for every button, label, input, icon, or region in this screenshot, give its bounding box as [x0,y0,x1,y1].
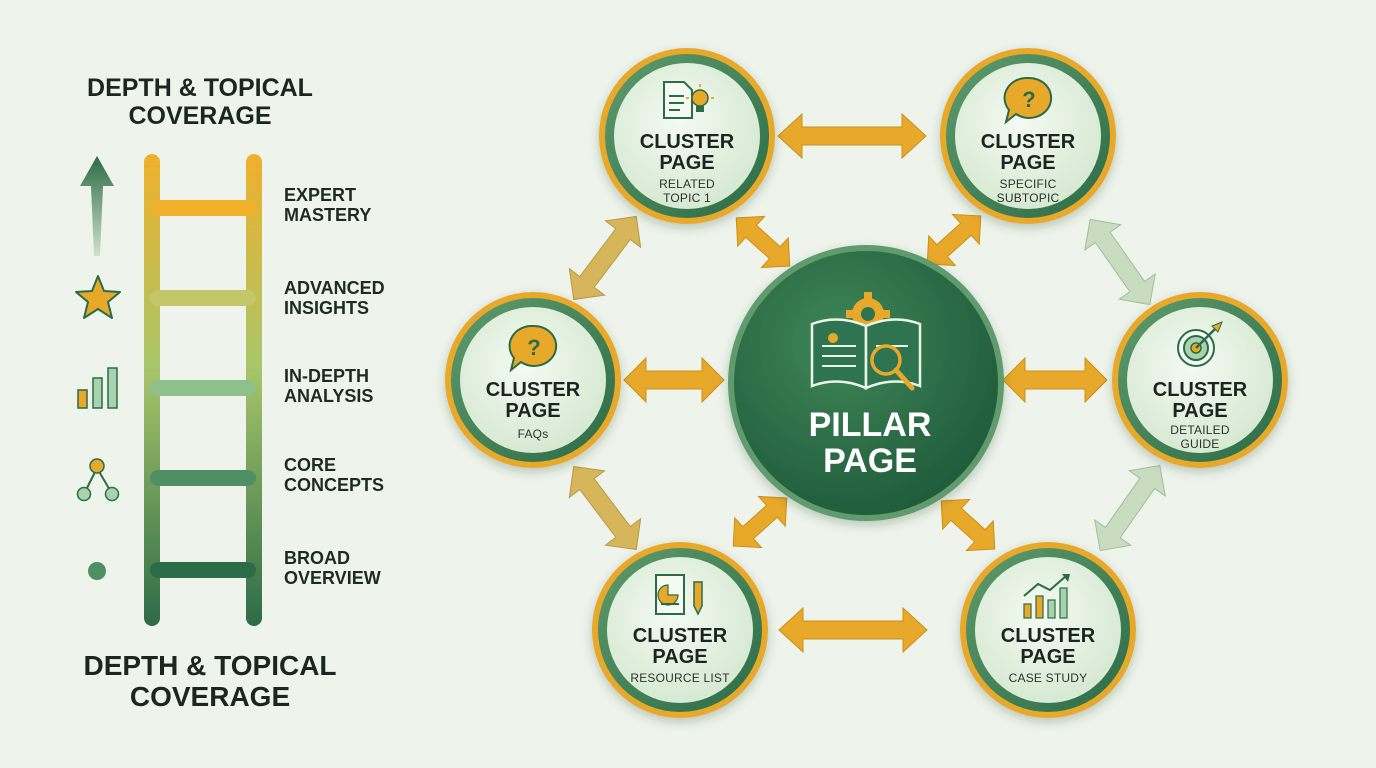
ladder-title-line: COVERAGE [129,681,291,713]
cluster-node-case-study [960,542,1136,718]
ladder-rung [150,562,256,578]
cluster-node-resource-list [592,542,768,718]
level-label-line: CONCEPTS [284,474,385,495]
ladder-title-bottom: DEPTH & TOPICAL COVERAGE [40,650,380,713]
book-magnifier-gear-icon [810,292,922,391]
target-icon [1177,321,1223,367]
connector-arrow [623,356,725,404]
level-label-advanced-insights: ADVANCED INSIGHTS [284,278,434,319]
cluster-node-related-topic [599,48,775,224]
depth-ladder [144,154,262,626]
level-label-line: ANALYSIS [284,385,374,406]
dot-icon [88,562,106,580]
connector-arrow [926,213,982,267]
ladder-rung [150,290,256,306]
ladder-rung [150,470,256,486]
ladder-title-line: DEPTH & TOPICAL [87,74,313,102]
ladder-rung [150,200,256,216]
connector-arrow [735,215,791,269]
connector-arrow [1084,218,1156,306]
pillar-title-line: PILLAR [808,406,932,444]
question-bubble-icon: ? [508,324,558,373]
network-icon [76,458,120,502]
svg-text:?: ? [1022,87,1035,112]
level-label-line: BROAD [284,548,350,568]
ladder-title-line: COVERAGE [128,102,272,130]
connector-arrow [732,495,788,549]
arrow-up-icon [80,156,114,256]
ladder-title-line: DEPTH & TOPICAL [83,650,337,681]
connector-arrow [778,606,928,654]
svg-text:?: ? [527,335,540,360]
level-label-expert-mastery: EXPERT MASTERY [284,185,434,226]
connector-arrow [940,498,996,552]
connector-arrow [1002,356,1108,404]
level-label-core-concepts: CORE CONCEPTS [284,455,434,496]
connector-arrow [777,112,927,160]
cluster-node-detailed-guide [1112,292,1288,468]
question-bubble-icon: ? [1003,76,1053,125]
pillar-title: PILLAR PAGE [740,406,1000,480]
level-label-line: CORE [284,455,337,475]
level-label-line: OVERVIEW [284,567,381,588]
level-label-line: IN-DEPTH [284,366,369,386]
connector-arrow [1094,464,1166,552]
document-lightbulb-icon [663,81,714,119]
growth-chart-icon [1023,574,1070,619]
pillar-title-line: PAGE [823,441,917,480]
level-label-broad-overview: BROAD OVERVIEW [284,548,434,589]
level-label-line: INSIGHTS [284,297,370,318]
connector-arrows [568,112,1166,654]
ladder-title-top: DEPTH & TOPICAL COVERAGE [40,74,360,130]
cluster-node-faqs [445,292,621,468]
connector-arrow [568,215,642,301]
document-chart-pencil-icon [655,574,703,616]
bar-chart-icon [77,367,118,409]
star-icon [75,275,121,319]
connector-arrow [568,465,642,551]
level-label-line: EXPERT [284,185,357,205]
level-label-line: ADVANCED [284,278,385,298]
level-label-in-depth-analysis: IN-DEPTH ANALYSIS [284,366,434,407]
level-label-line: MASTERY [284,204,372,225]
ladder-rung [150,380,256,396]
cluster-node-specific-subtopic [940,48,1116,224]
